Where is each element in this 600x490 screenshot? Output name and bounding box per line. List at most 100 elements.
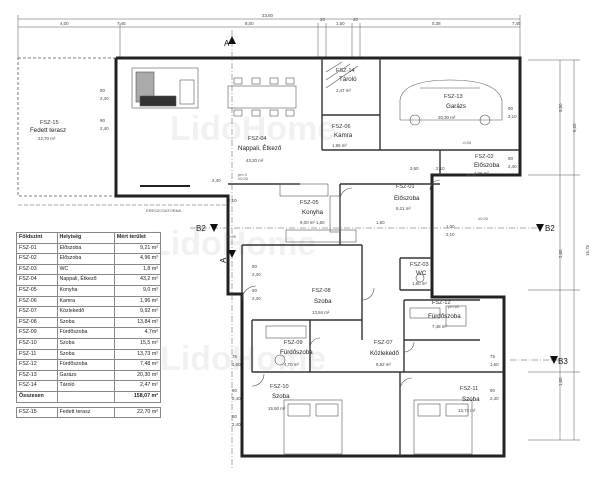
- section-label: A: [219, 257, 228, 263]
- door-arc: [403, 341, 415, 353]
- table-cell: FSZ-03: [16, 263, 58, 276]
- opening-dim: 75: [490, 354, 495, 359]
- dim-right: 1,60: [558, 377, 563, 386]
- opening-dim: 2,40: [232, 396, 241, 401]
- opening-dim: 3,60: [410, 166, 419, 171]
- table-cell: 9,92 m²: [113, 306, 162, 318]
- table-cell: 7,48 m²: [113, 359, 162, 371]
- table-cell: 13,73 m²: [113, 348, 162, 361]
- toilet: [274, 354, 286, 366]
- dim-top: 7,45: [117, 21, 126, 26]
- dim-right: 16,75: [585, 244, 590, 256]
- svg-text:Szoba: Szoba: [272, 393, 290, 400]
- table-cell: Szoba: [56, 316, 115, 329]
- opening-dim: 90: [232, 388, 237, 393]
- table-cell: FSZ-01: [16, 242, 58, 255]
- table-cell: FSZ-15: [16, 406, 58, 419]
- opening-dim: 90: [100, 118, 105, 123]
- opening-dim: 90: [490, 388, 495, 393]
- dim-top: 1,50: [336, 21, 345, 26]
- svg-text:FSZ-03: FSZ-03: [410, 262, 429, 268]
- svg-text:9,00 m²: 9,00 m²: [300, 220, 315, 225]
- table-cell: 4,96 m²: [113, 253, 162, 265]
- table-cell: Fürdőszoba: [56, 359, 115, 371]
- table-spacer: [16, 401, 161, 408]
- section-markers: [190, 30, 560, 470]
- table-total-row: Összesen 158,07 m²: [16, 390, 162, 403]
- svg-text:FSZ-07: FSZ-07: [374, 340, 393, 346]
- svg-text:Fürdőszoba: Fürdőszoba: [280, 349, 313, 356]
- door-arc: [251, 373, 265, 387]
- pm-mark: pm 60: [448, 304, 460, 309]
- svg-text:FSZ-02: FSZ-02: [475, 154, 494, 160]
- svg-text:FSZ-04: FSZ-04: [248, 136, 267, 142]
- door-arc: [339, 187, 353, 201]
- svg-text:4,70 m²: 4,70 m²: [284, 362, 299, 367]
- dim-top: 4,00: [60, 21, 69, 26]
- car-icon: [399, 79, 503, 126]
- table-cell: 13,84 m²: [113, 316, 162, 329]
- level-mark: ±0,00: [226, 234, 237, 239]
- opening-dim: 90: [252, 264, 257, 269]
- dim-top: 7,45: [512, 21, 521, 26]
- dim-top: 20: [353, 17, 358, 22]
- sofa: [131, 67, 199, 109]
- table-cell: FSZ-08: [16, 316, 58, 329]
- table-cell: FSZ-05: [16, 284, 58, 297]
- svg-text:Konyha: Konyha: [302, 209, 324, 216]
- opening-dim: 2,40: [508, 164, 517, 169]
- table-cell: 22,70 m²: [113, 406, 162, 419]
- table-cell: 1,96 m²: [113, 295, 162, 308]
- svg-text:Előszoba: Előszoba: [394, 195, 420, 202]
- dim-right: 5,50: [558, 103, 563, 112]
- table-cell: WC: [56, 263, 115, 276]
- svg-text:FSZ-12: FSZ-12: [432, 300, 451, 306]
- svg-text:FSZ-09: FSZ-09: [284, 340, 303, 346]
- table-cell: Tároló: [56, 380, 115, 392]
- svg-text:FSZ-01: FSZ-01: [396, 184, 415, 190]
- level-mark: ±0,00: [478, 216, 489, 221]
- svg-text:Garázs: Garázs: [446, 103, 466, 110]
- bed-icon: [413, 399, 473, 455]
- table-header: Földszint: [16, 232, 58, 244]
- table-cell: Előszoba: [56, 242, 115, 255]
- svg-text:Közlekedő: Közlekedő: [370, 350, 399, 357]
- bathtub: [265, 325, 307, 339]
- section-label: B2: [196, 224, 206, 233]
- table-row: FSZ-15 Fedett terasz 22,70 m²: [16, 406, 162, 419]
- watermark-text: LidoHome: [170, 110, 336, 148]
- opening-dim: 1,60: [490, 362, 499, 367]
- table-cell: Fedett terasz: [56, 406, 115, 419]
- watermark-text: LidoHome: [150, 225, 316, 263]
- svg-text:9,21 m²: 9,21 m²: [396, 206, 411, 211]
- opening-dim: 2,10: [446, 232, 455, 237]
- svg-text:13,73 m²: 13,73 m²: [458, 408, 476, 413]
- svg-text:Kamra: Kamra: [334, 132, 353, 139]
- svg-text:20,30 m²: 20,30 m²: [438, 115, 456, 120]
- table-cell: FSZ-10: [16, 337, 58, 350]
- section-label: B2: [545, 224, 555, 233]
- opening-dim: 2,40: [252, 296, 261, 301]
- table-cell: FSZ-14: [16, 380, 58, 392]
- svg-text:Nappali, Étkező: Nappali, Étkező: [238, 145, 282, 152]
- table-cell: FSZ-11: [16, 348, 58, 361]
- table-cell: 15,5 m²: [113, 337, 162, 350]
- door-arc: [309, 337, 321, 349]
- svg-text:WC: WC: [416, 270, 427, 277]
- table-cell: Szoba: [56, 337, 115, 350]
- opening-dim: 2,40: [212, 178, 221, 183]
- table-cell: FSZ-02: [16, 253, 58, 265]
